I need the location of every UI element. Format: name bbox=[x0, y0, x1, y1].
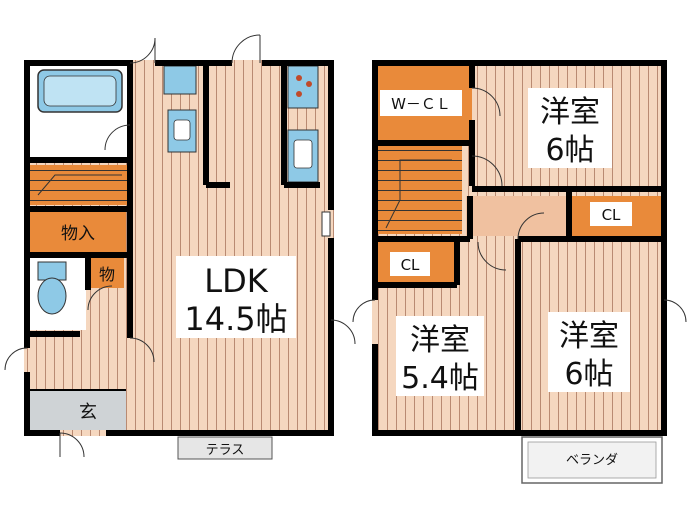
entrance-label: 玄 bbox=[79, 402, 97, 423]
room-sw-label-bg bbox=[396, 316, 484, 396]
room-sw-name: 洋室 bbox=[410, 323, 470, 358]
floor-1: 物入 物 玄 bbox=[4, 34, 356, 460]
floor2-walls bbox=[372, 60, 667, 436]
small-closet bbox=[90, 258, 124, 288]
ldk-name: LDK bbox=[204, 262, 268, 300]
terrace bbox=[177, 436, 273, 460]
floor-2: W－ＣＬ CL CL 洋室 6帖 洋室 5.4帖 洋室 6帖 bbox=[352, 60, 687, 484]
stair-icon bbox=[30, 165, 130, 205]
small-closet-label: 物 bbox=[99, 265, 115, 284]
floor1-walls bbox=[24, 60, 334, 436]
ldk-size: 14.5帖 bbox=[184, 300, 287, 338]
wcl-label: W－ＣＬ bbox=[391, 95, 451, 113]
room-ne-name: 洋室 bbox=[540, 95, 600, 130]
room-sw-size: 5.4帖 bbox=[401, 361, 479, 396]
storage-label: 物入 bbox=[61, 224, 95, 244]
entrance bbox=[30, 390, 126, 430]
floor1-doors bbox=[4, 34, 356, 458]
terrace-label: テラス bbox=[206, 443, 245, 458]
room-ne-size: 6帖 bbox=[545, 133, 594, 168]
floor2-doors bbox=[352, 87, 687, 323]
window-icon bbox=[321, 211, 331, 237]
toilet-icon bbox=[37, 277, 67, 315]
cl-sw-label: CL bbox=[401, 256, 420, 274]
stair-icon-floor2 bbox=[378, 146, 462, 234]
room-se-label-bg bbox=[548, 312, 630, 392]
cl-ne-label: CL bbox=[602, 206, 621, 224]
balcony-label: ベランダ bbox=[566, 453, 618, 468]
toilet-tank-icon bbox=[37, 261, 67, 281]
storage bbox=[30, 212, 126, 252]
ldk-label-bg bbox=[176, 256, 296, 338]
washbasin-icon bbox=[163, 65, 197, 95]
stove-icon bbox=[287, 65, 319, 109]
hallway bbox=[466, 196, 570, 236]
room-ne-label-bg bbox=[528, 88, 612, 168]
room-se-size: 6帖 bbox=[564, 357, 613, 392]
room-se-name: 洋室 bbox=[559, 319, 619, 354]
